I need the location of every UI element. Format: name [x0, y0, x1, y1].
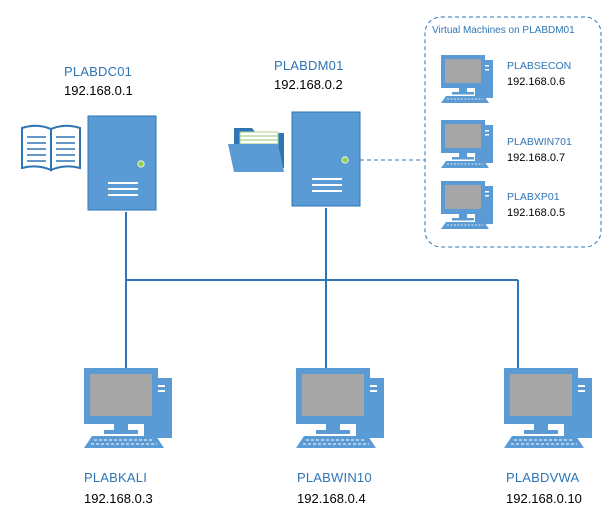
client-name-plabdvwa: PLABDVWA	[506, 470, 580, 485]
server-plabdm01	[291, 111, 361, 207]
server-name-plabdc01: PLABDC01	[64, 64, 133, 79]
client-ip-plabwin10: 192.168.0.4	[297, 491, 366, 506]
vm-name-plabwin701: PLABWIN701	[507, 136, 572, 148]
pc-plabwin10	[295, 367, 385, 449]
pc-plabdvwa	[503, 367, 593, 449]
server-ip-plabdc01: 192.168.0.1	[64, 83, 133, 98]
pc-plabkali	[83, 367, 173, 449]
server-ip-plabdm01: 192.168.0.2	[274, 77, 343, 92]
client-name-plabwin10: PLABWIN10	[297, 470, 372, 485]
vm-pc-plabsecon	[440, 54, 494, 104]
client-ip-plabkali: 192.168.0.3	[84, 491, 153, 506]
vm-ip-plabxp01: 192.168.0.5	[507, 207, 566, 219]
vm-name-plabsecon: PLABSECON	[507, 60, 572, 72]
vm-ip-plabsecon: 192.168.0.6	[507, 76, 566, 88]
server-name-plabdm01: PLABDM01	[274, 58, 344, 73]
vm-pc-plabxp01	[440, 180, 494, 230]
book-icon	[21, 124, 81, 172]
vm-pc-plabwin701	[440, 119, 494, 169]
vm-group-box	[424, 16, 602, 248]
vm-name-plabxp01: PLABXP01	[507, 191, 560, 203]
vm-ip-plabwin701: 192.168.0.7	[507, 152, 566, 164]
client-ip-plabdvwa: 192.168.0.10	[506, 491, 582, 506]
folder-icon	[228, 128, 284, 172]
vm-group-title: Virtual Machines on PLABDM01	[432, 25, 575, 36]
server-plabdc01	[87, 115, 157, 211]
client-name-plabkali: PLABKALI	[84, 470, 148, 485]
network-links	[125, 208, 519, 372]
